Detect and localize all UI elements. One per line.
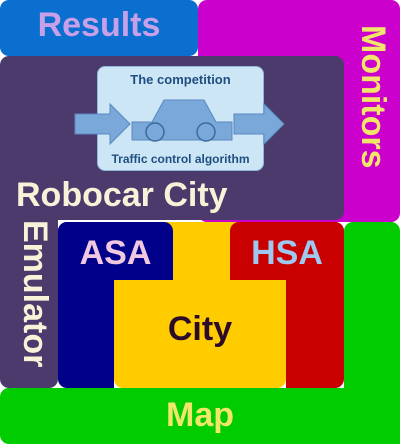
hsa-block	[286, 222, 344, 388]
asa-block-top	[58, 222, 173, 280]
map-block	[0, 388, 400, 444]
city-block-top	[173, 222, 230, 280]
results-label: Results	[37, 6, 161, 44]
hsa-label: HSA	[251, 234, 323, 272]
results-block	[0, 0, 198, 56]
competition-illustration	[74, 99, 285, 146]
emulator-label: Emulator	[16, 220, 54, 368]
arrow-right-icon	[233, 102, 285, 146]
arrow-right-icon	[74, 102, 131, 146]
robocar-city-label: Robocar City	[16, 176, 228, 214]
emulator-block	[0, 200, 58, 388]
competition-caption: Traffic control algorithm	[111, 152, 250, 166]
asa-label: ASA	[79, 234, 152, 272]
monitors-label: Monitors	[354, 25, 392, 169]
competition-title: The competition	[130, 72, 231, 87]
city-label: City	[167, 310, 233, 348]
map-label: Map	[166, 396, 234, 434]
car-icon	[131, 99, 233, 142]
